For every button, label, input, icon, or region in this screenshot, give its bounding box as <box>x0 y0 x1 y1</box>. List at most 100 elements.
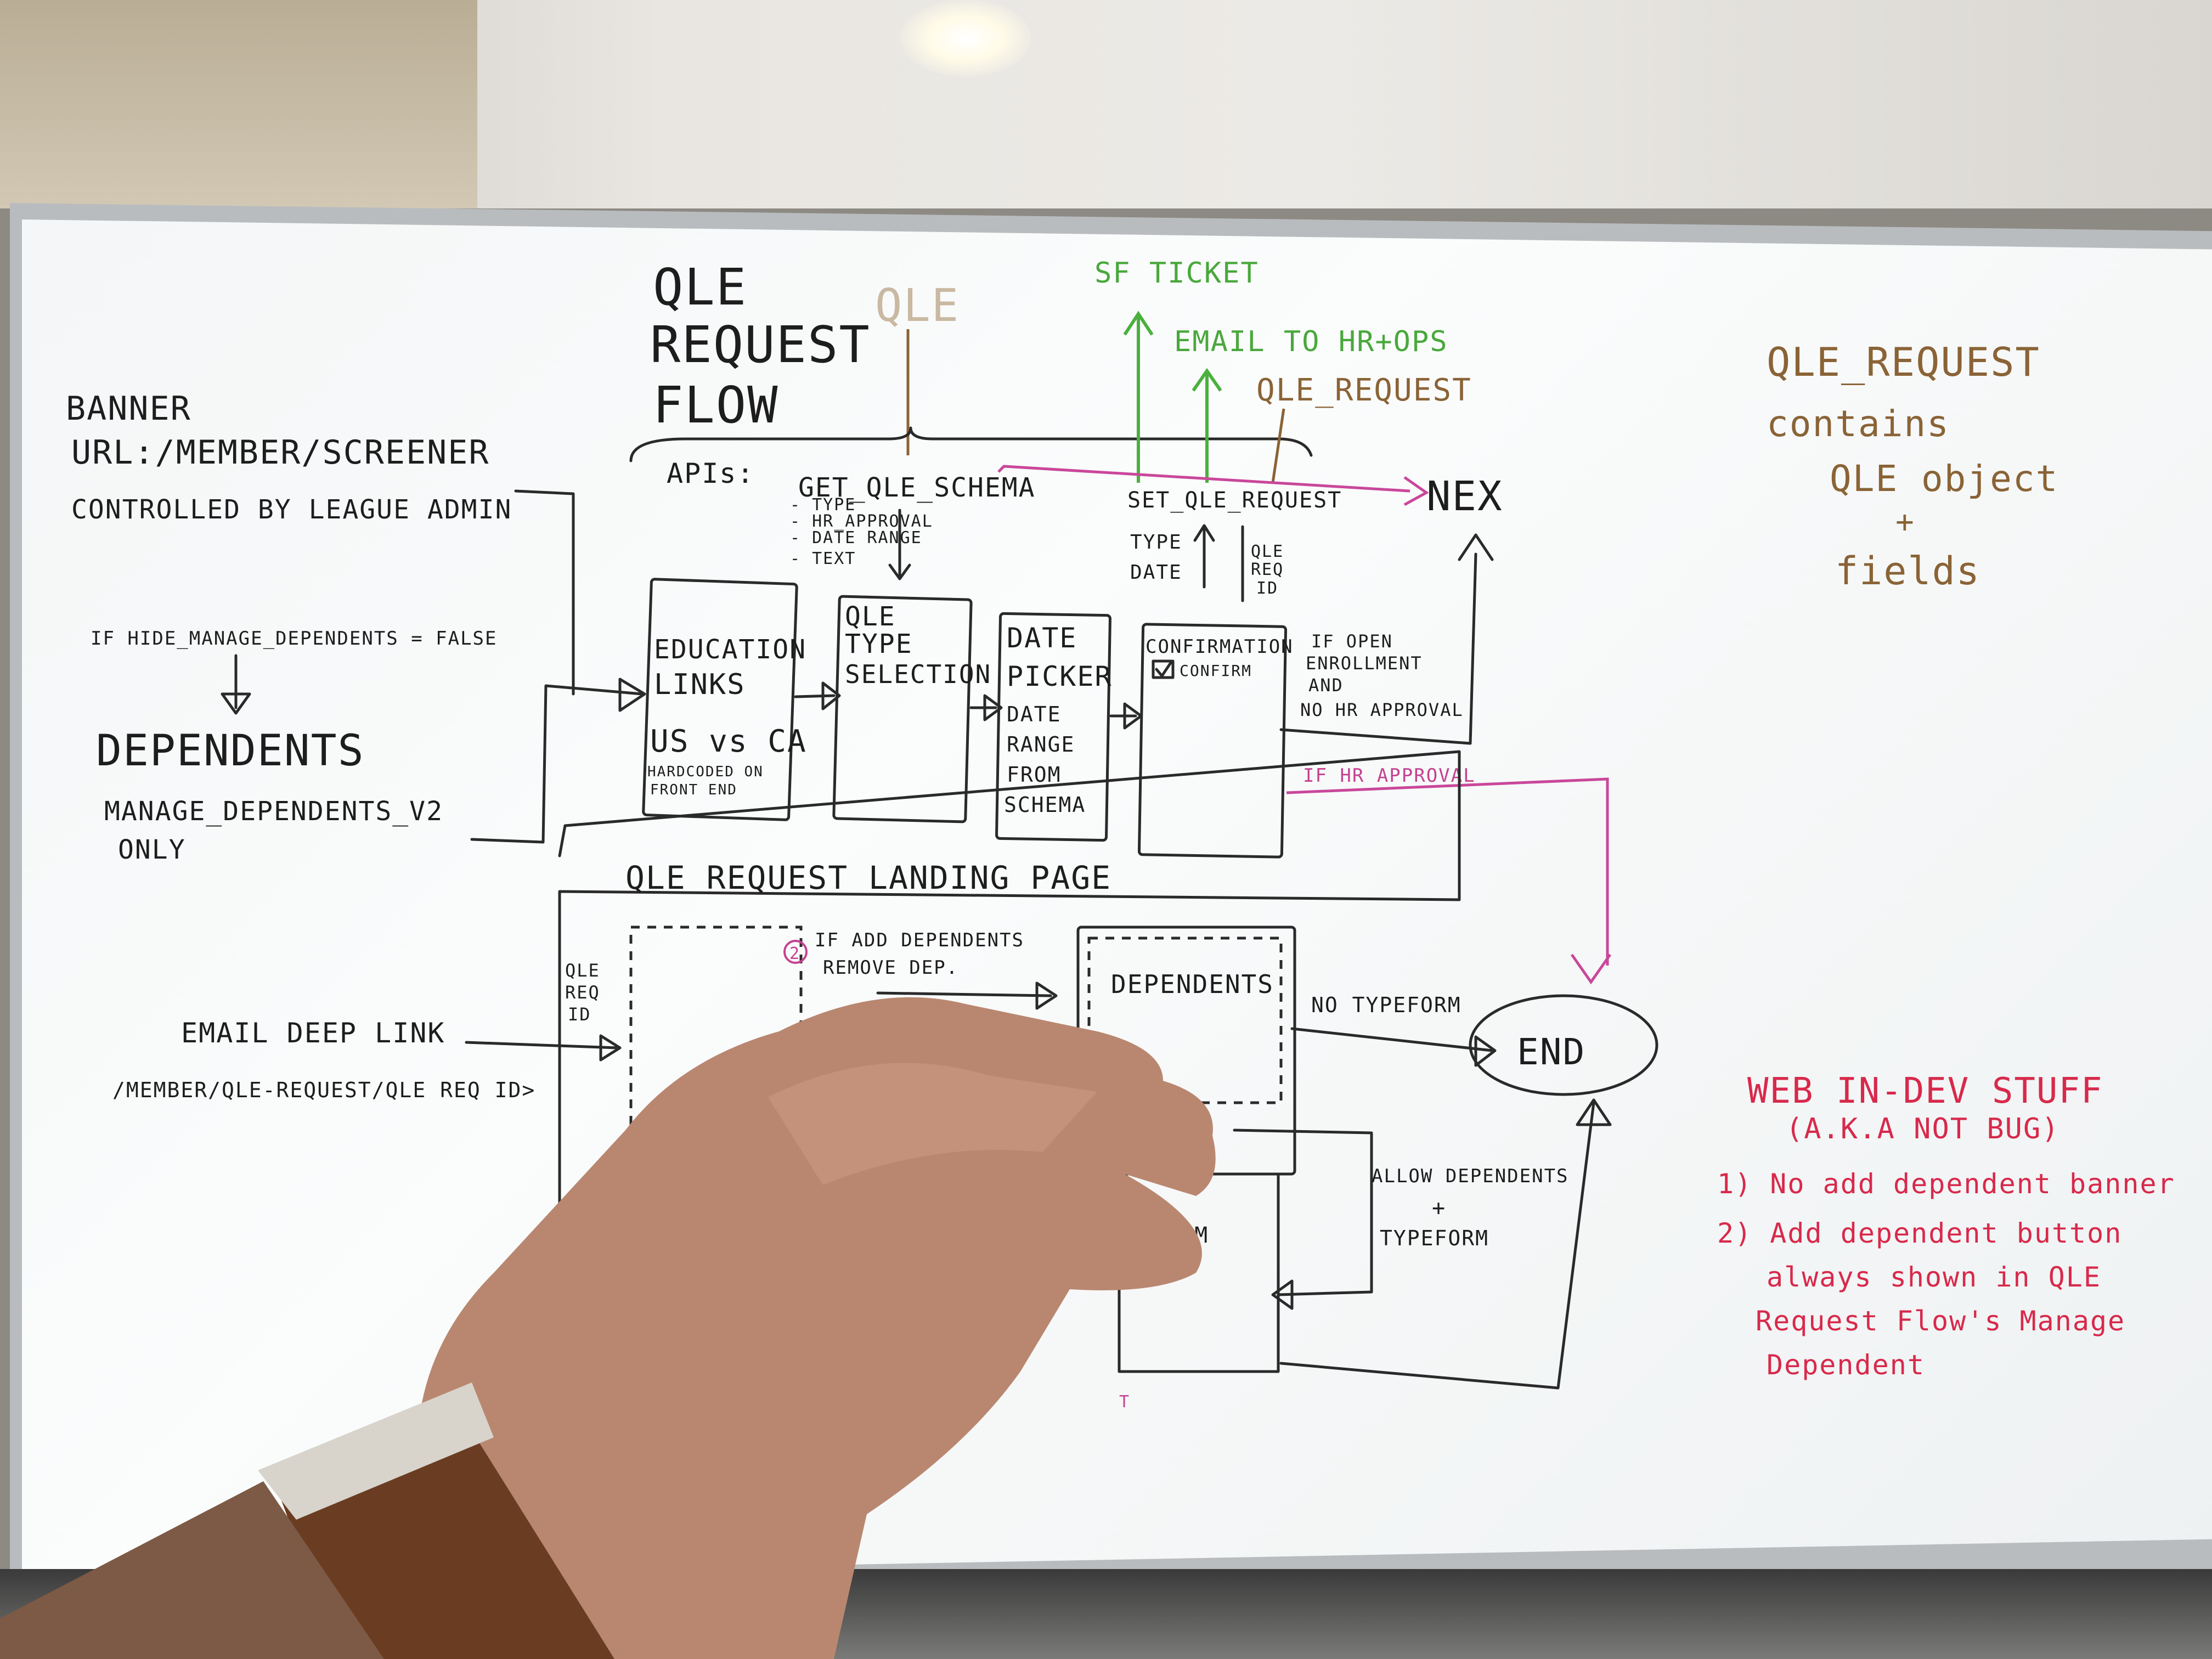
pink-to-nex <box>997 465 1410 493</box>
date-picker-box <box>995 612 1111 842</box>
open-enroll-l4: NO HR APPROVAL <box>1300 699 1464 720</box>
education-links-box <box>642 578 798 821</box>
dependents-v2: MANAGE_DEPENDENTS_V2 <box>104 796 443 827</box>
step-number: 2 <box>789 944 800 963</box>
dependents-title: DEPENDENTS <box>96 726 365 776</box>
web-subtitle: (A.K.A NOT BUG) <box>1786 1113 2060 1146</box>
apis-label: APIs: <box>667 458 755 489</box>
education-l3: US vs CA <box>650 724 807 759</box>
dependents-connector <box>470 684 644 844</box>
allow-l2: + <box>1432 1195 1446 1221</box>
dependents-only: ONLY <box>118 834 186 865</box>
set-id-req: REQ <box>1251 560 1284 579</box>
date-l4: RANGE <box>1007 732 1075 757</box>
banner-url: URL:/MEMBER/SCREENER <box>71 433 489 472</box>
date-l6: SCHEMA <box>1004 793 1086 817</box>
banner-controlled: CONTROLLED BY LEAGUE ADMIN <box>71 494 512 525</box>
banner-connector <box>514 489 575 696</box>
confirm-l1: CONFIRMATION <box>1146 636 1294 658</box>
dependents-page-label: DEPENDENTS <box>1111 969 1274 999</box>
schema-field-text: - TEXT <box>790 549 856 568</box>
partial-t: T <box>1119 1392 1130 1412</box>
date-l5: FROM <box>1007 763 1062 787</box>
banner-title: BANNER <box>66 390 191 428</box>
set-id-qle: QLE <box>1251 542 1284 561</box>
open-enroll-l1: IF OPEN <box>1311 631 1393 652</box>
title-line-2: REQUEST <box>650 315 871 374</box>
sf-ticket: SF TICKET <box>1094 257 1259 290</box>
education-l2: LINKS <box>654 668 746 701</box>
no-typeform: NO TYPEFORM <box>1311 993 1462 1017</box>
set-qle-request: SET_QLE_REQUEST <box>1127 488 1342 513</box>
set-field-type: TYPE <box>1130 531 1182 554</box>
landing-title: QLE REQUEST LANDING PAGE <box>625 859 1111 896</box>
date-l1: DATE <box>1007 622 1077 654</box>
schema-field-hr: - HR_APPROVAL <box>790 512 933 531</box>
hide-condition: IF HIDE_MANAGE_DEPENDENTS = FALSE <box>91 628 498 650</box>
hr-approval-line <box>1286 777 1609 966</box>
qle-type-selection-box <box>832 595 973 823</box>
confirmation-box <box>1137 623 1288 859</box>
web-item-1: 1) No add dependent banner <box>1717 1168 2175 1200</box>
schema-field-date: - DATE RANGE <box>790 528 922 548</box>
end-node <box>1469 994 1658 1096</box>
apis-brace <box>629 426 1313 462</box>
web-title: WEB IN-DEV STUFF <box>1747 1071 2103 1111</box>
web-item-2c: Request Flow's Manage <box>1756 1305 2125 1337</box>
contains-l5: fields <box>1835 549 1980 594</box>
hand-occlusion <box>0 997 1216 1659</box>
type-l2: TYPE <box>845 629 913 659</box>
get-qle-schema: GET_QLE_SCHEMA <box>798 472 1036 503</box>
typeform-to-end <box>1279 1101 1595 1390</box>
type-l3: SELECTION <box>845 659 991 689</box>
no-typeform-arrow <box>1290 1027 1494 1052</box>
open-enroll-l3: AND <box>1308 675 1344 696</box>
allow-loop <box>1233 1128 1373 1296</box>
qle-request-stem <box>1271 408 1285 483</box>
contains-l2: contains <box>1767 403 1950 445</box>
faint-title: QLE <box>875 280 960 332</box>
type-l1: QLE <box>845 601 896 632</box>
education-l4: HARDCODED ON <box>647 764 764 780</box>
email-deep-link: EMAIL DEEP LINK <box>181 1017 445 1049</box>
landing-req-req: REQ <box>565 982 600 1003</box>
allow-l1: ALLOW DEPENDENTS <box>1372 1165 1569 1187</box>
ceiling-light <box>900 0 1031 77</box>
date-l3: DATE <box>1007 702 1062 726</box>
landing-frame <box>558 750 1461 1318</box>
contains-l1: QLE_REQUEST <box>1767 339 2040 385</box>
education-l1: EDUCATION <box>654 634 806 665</box>
allow-l3: TYPEFORM <box>1380 1226 1489 1250</box>
date-l2: PICKER <box>1007 661 1113 692</box>
email-link-arrow <box>465 1041 619 1049</box>
open-enroll-l2: ENROLLMENT <box>1306 653 1423 674</box>
schema-field-type: - TYPE <box>790 495 856 515</box>
title-line-1: QLE <box>653 258 747 317</box>
set-field-date: DATE <box>1130 561 1182 584</box>
email-hr-ops: EMAIL TO HR+OPS <box>1174 325 1448 358</box>
education-l5: FRONT END <box>650 782 737 798</box>
whiteboard <box>22 219 2212 1580</box>
end-label: END <box>1517 1031 1585 1073</box>
contains-l3: QLE object <box>1830 458 2058 500</box>
email-deep-link-path: /MEMBER/QLE-REQUEST/QLE REQ ID> <box>112 1078 535 1102</box>
set-id-id: ID <box>1256 579 1278 598</box>
step-circle <box>783 940 808 964</box>
web-item-2b: always shown in QLE <box>1767 1261 2101 1293</box>
hr-approval-label: IF HR APPROVAL <box>1303 765 1476 787</box>
open-enroll-line <box>1279 552 1477 745</box>
title-line-3: FLOW <box>653 376 779 435</box>
nex-label: NEX <box>1426 473 1503 520</box>
qle-request-object-label: QLE_REQUEST <box>1256 373 1472 408</box>
web-item-2d: Dependent <box>1767 1349 1925 1381</box>
confirm-l2: CONFIRM <box>1180 662 1252 680</box>
wall-panel <box>0 0 477 208</box>
landing-req-qle: QLE <box>565 960 600 981</box>
arrow-to-dependents <box>876 991 1052 997</box>
contains-l4: + <box>1895 504 1915 540</box>
arrow-edu-to-type <box>794 694 836 698</box>
landing-note-1: IF ADD DEPENDENTS <box>815 929 1024 951</box>
confirm-checkbox-icon <box>1152 659 1175 679</box>
landing-note-2: REMOVE DEP. <box>823 957 958 979</box>
